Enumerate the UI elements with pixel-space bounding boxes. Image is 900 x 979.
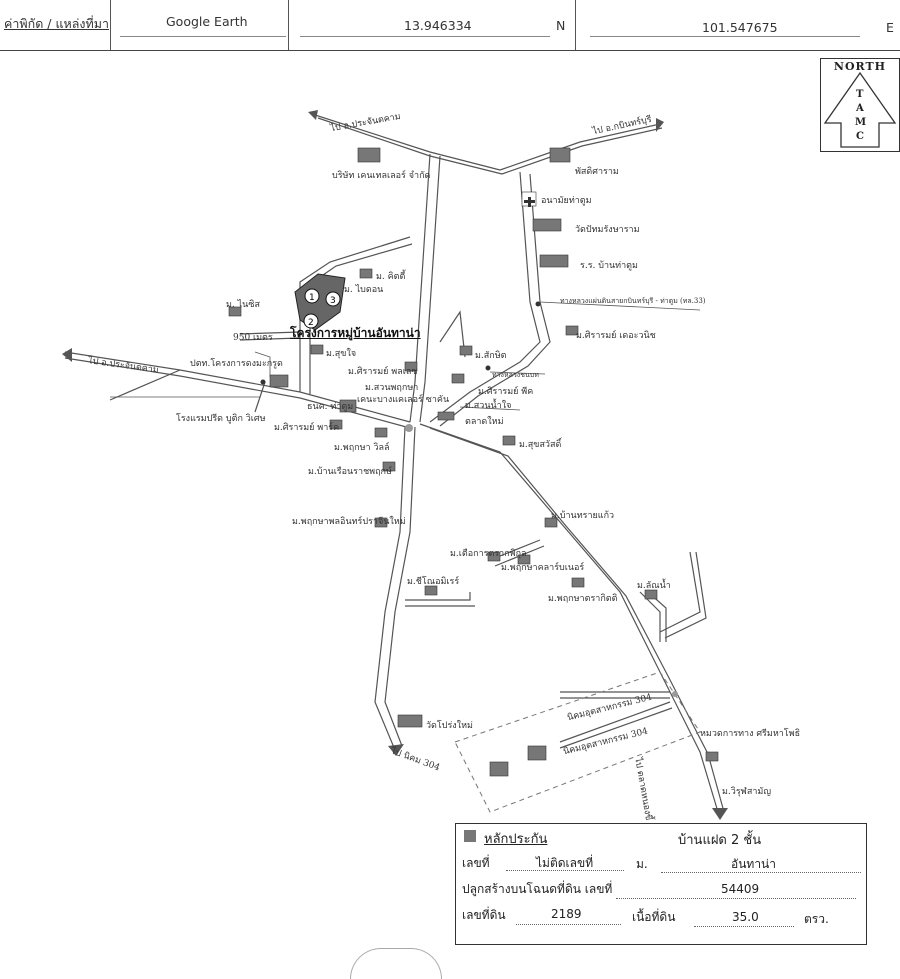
svg-text:3: 3 (330, 296, 336, 306)
house-type: บ้านแฝด 2 ชั้น (678, 833, 762, 848)
land-no-label: เลขที่ดิน (462, 908, 506, 922)
label-m-bidon: ม. ไบดอน (344, 285, 384, 295)
north-letter-t: T (856, 89, 864, 100)
latitude-direction: N (556, 18, 566, 33)
road-network: 1 3 2 (62, 110, 728, 820)
label-m-pruksa-city: ม.พฤกษาคลาร์บเนอร์ (501, 563, 585, 573)
label-m-sukjai: ม.สุขใจ (326, 349, 357, 359)
label-m-sirarun-pk: ม.ศิรารมย์ พีค (478, 387, 534, 397)
label-m-pruksa-nakhon: ม.พฤกษาตรากิตติ (548, 594, 618, 604)
label-temple-top: พัสดิศาราม (575, 167, 619, 177)
label-m-naisit: ม. ไนซิส (226, 300, 260, 310)
deed-label: ปลูกสร้างบนโฉนดที่ดิน เลขที่ (462, 882, 613, 896)
distance-label: 950 เมตร (233, 333, 273, 343)
label-school: ร.ร. บ้านท่าตูม (580, 261, 638, 271)
label-wat-prok: วัดโปร่งใหม่ (426, 721, 473, 731)
label-m-suksawat: ม.สุขสวัสดิ์ (519, 440, 562, 450)
label-factory-top: บริษัท เคนเทลเลอร์ จำกัด (332, 171, 431, 181)
area-unit: ตรว. (804, 912, 829, 926)
collateral-legend-swatch (464, 830, 476, 842)
coordinate-header: ค่าพิกัด / แหล่งที่มา Google Earth 13.94… (0, 0, 900, 52)
location-map: 1 3 2 (0, 52, 900, 963)
label-m-pruksa-sm: ม.พฤกษาพลอินทร์ปราจีนใหม่ (292, 517, 406, 527)
label-market: ตลาดใหม่ (465, 417, 504, 427)
project-title: โครงการหมู่บ้านอันทาน่า (290, 326, 421, 340)
label-m-ban-sairak: ม.บ้านทรายแก้ว (551, 511, 615, 521)
longitude-direction: E (886, 20, 894, 35)
north-arrow-box: NORTH T A M C (820, 58, 900, 152)
label-m-cheuan: ม.ชีโณอมิเรร์ (407, 577, 460, 587)
moo-label: ม. (636, 857, 648, 871)
svg-text:1: 1 (309, 293, 315, 303)
area-value: 35.0 (732, 910, 759, 924)
coordinate-label: ค่าพิกัด / แหล่งที่มา (4, 16, 110, 31)
north-letter-a: A (856, 103, 864, 114)
label-temple2: วัดปัทมรังษาราม (575, 225, 640, 235)
village-value: อันทาน่า (731, 857, 776, 871)
north-letter-c: C (856, 131, 864, 142)
house-no-label: เลขที่ (462, 856, 490, 870)
label-m-suan: ม.สวนน้ำใจ (465, 401, 512, 411)
land-no-value: 2189 (551, 907, 582, 921)
collateral-info-table: หลักประกัน บ้านแฝด 2 ชั้น เลขที่ ไม่ติดเ… (455, 823, 867, 945)
label-m-banham: ม.ลัณน้ำ (637, 581, 671, 591)
label-m-banruan: ม.บ้านเรือนราชพฤกษ์ (308, 467, 392, 477)
label-shopping: เคนะบางแคเลอร์ ซาคัน (357, 395, 450, 405)
label-police: หมวดการทาง ศรีมหาโพธิ (700, 729, 801, 739)
source-value: Google Earth (166, 14, 248, 29)
building-icons (228, 147, 719, 777)
label-lotus: โรงแรมปรีด บูติก วิเศษ (176, 414, 266, 424)
label-m-charoen: ม.ศิรารมย์ เดอะวนิช (576, 331, 656, 341)
collateral-label: หลักประกัน (484, 832, 548, 847)
label-m-wirasan: ม.วิรุฬสามัญ (722, 787, 771, 797)
label-m-suanpruksa: ม.สวนพฤกษา (365, 383, 419, 393)
latitude-value: 13.946334 (404, 18, 472, 33)
area-label: เนื้อที่ดิน (632, 910, 676, 924)
label-m-sirarun-place: ม.ศิรารมย์ พลเลซ (348, 367, 418, 377)
label-bank: ธนค. ท่าตูม (307, 402, 354, 412)
longitude-value: 101.547675 (702, 20, 778, 35)
north-arrow-icon (823, 71, 897, 148)
north-label: NORTH (833, 60, 887, 73)
north-letter-m: M (855, 117, 867, 128)
label-hospital: อนามัยท่าตูม (541, 196, 592, 206)
label-m-kitti: ม. คิตตี้ (376, 272, 406, 282)
label-m-chuea: ม.เตือการตรากพิกุล (450, 549, 527, 559)
deed-value: 54409 (721, 882, 760, 896)
label-m-saksit: ม.สักษิต (475, 351, 507, 361)
svg-text:2: 2 (308, 318, 314, 328)
house-no-value: ไม่ติดเลขที่ (536, 856, 594, 870)
label-ptt: ปตท.โครงการดงมะกรูด (190, 359, 283, 369)
stamp-seal (350, 948, 442, 979)
label-m-pruksa-ville: ม.พฤกษา วิลล์ (334, 443, 390, 453)
label-m-sirarun-park: ม.ศิรารมย์ พาร์ค (274, 423, 340, 433)
label-road-sign: ทางหลวงแผ่นดินสายกบินทร์บุรี - ท่าตูม (ท… (560, 297, 706, 305)
label-rail-sign: ทางหลวงชนบท (492, 371, 539, 379)
